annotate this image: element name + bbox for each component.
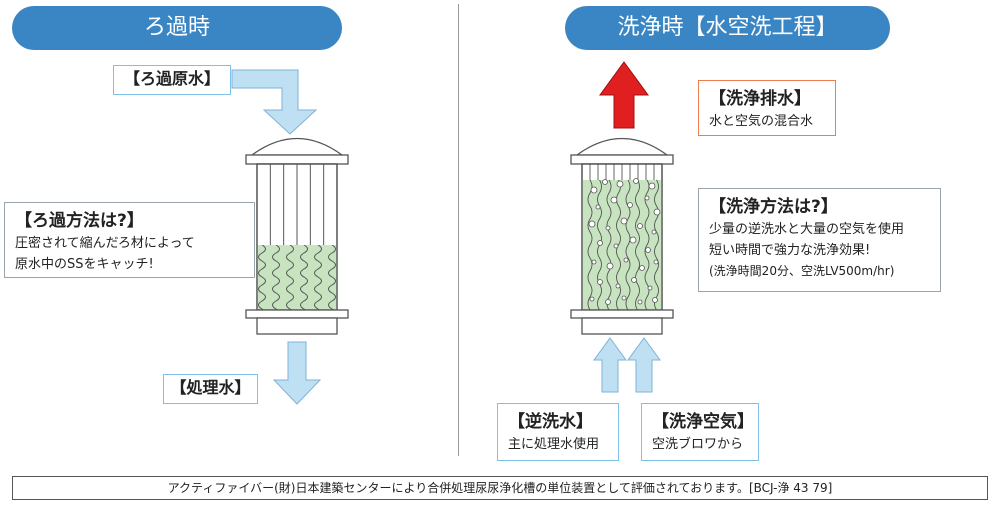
backwash-heading: 【逆洗水】	[508, 412, 593, 432]
right-loose-fiber	[606, 179, 612, 311]
air-bubble	[589, 296, 595, 302]
right-method-heading: 【洗浄方法は?】	[709, 197, 838, 217]
air-bubble	[616, 180, 624, 188]
air-bubble	[588, 220, 596, 228]
wash-air-heading: 【洗浄空気】	[652, 412, 754, 432]
panel-divider	[458, 4, 459, 456]
left-base	[256, 317, 338, 335]
air-bubble	[639, 265, 645, 271]
left-method-heading: 【ろ過方法は?】	[15, 211, 144, 231]
footer-note: アクティファイバー(財)日本建築センターにより合併処理尿尿浄化槽の単位装置として…	[12, 476, 988, 500]
backwash-water-box: 【逆洗水】 主に処理水使用	[497, 403, 619, 461]
right-dome	[575, 137, 669, 156]
left-title: ろ過時	[12, 6, 342, 50]
air-bubble	[621, 295, 627, 301]
air-bubble	[652, 297, 658, 303]
right-filter-vessel	[570, 137, 674, 335]
air-bubble	[645, 247, 651, 253]
left-dome	[250, 137, 344, 156]
air-bubble	[597, 279, 603, 285]
left-wavy-fiber	[272, 245, 280, 310]
air-bubble	[590, 186, 598, 194]
inlet-arrow	[231, 69, 318, 135]
right-method-line-2: 短い時間で強力な洗浄効果!	[709, 243, 871, 258]
left-bottom-cap	[245, 309, 349, 319]
drain-arrow	[599, 61, 649, 129]
air-bubble	[623, 257, 629, 263]
air-bubble	[633, 178, 639, 184]
left-media	[257, 245, 337, 310]
left-wavy-fiber	[328, 245, 336, 310]
right-media	[582, 180, 662, 310]
backwash-line-1: 主に処理水使用	[508, 437, 600, 452]
air-bubble	[605, 299, 611, 305]
treated-water-label: 【処理水】	[163, 374, 258, 404]
left-method-box: 【ろ過方法は?】 圧密されて縮んだろ材によって 原水中のSSをキャッチ!	[4, 202, 255, 278]
drain-box: 【洗浄排水】 水と空気の混合水	[698, 80, 836, 136]
drain-heading: 【洗浄排水】	[709, 89, 811, 109]
air-bubble	[602, 179, 608, 185]
air-bubble	[653, 208, 661, 216]
right-method-line-1: 少量の逆洗水と大量の空気を使用	[709, 222, 905, 237]
right-base	[581, 317, 663, 335]
right-loose-fiber	[616, 179, 621, 311]
air-bubble	[647, 285, 653, 291]
air-bubble	[644, 195, 650, 201]
backwash-water-arrow	[593, 337, 627, 393]
wash-air-box: 【洗浄空気】 空洗ブロワから	[641, 403, 759, 461]
right-loose-fiber	[635, 179, 640, 311]
right-method-box: 【洗浄方法は?】 少量の逆洗水と大量の空気を使用 短い時間で強力な洗浄効果! (…	[698, 188, 941, 292]
air-bubble	[613, 243, 619, 249]
wash-air-arrow	[627, 337, 661, 393]
air-bubble	[595, 204, 601, 210]
drain-line-1: 水と空気の混合水	[709, 114, 814, 129]
air-bubble	[615, 283, 621, 289]
right-method-line-3: (洗浄時間20分、空洗LV500m/hr)	[709, 264, 895, 278]
air-bubble	[637, 299, 643, 305]
left-wavy-fiber	[300, 245, 308, 310]
air-bubble	[605, 225, 611, 231]
air-bubble	[653, 259, 659, 265]
right-title: 洗浄時【水空洗工程】	[565, 6, 890, 50]
air-bubble	[631, 277, 637, 283]
left-top-cap	[245, 154, 349, 165]
air-bubble	[597, 240, 603, 246]
wash-air-line-1: 空洗ブロワから	[652, 437, 744, 452]
air-bubble	[648, 182, 656, 190]
right-loose-fiber	[587, 179, 593, 311]
left-wavy-fiber	[314, 245, 322, 310]
right-loose-fiber	[654, 179, 659, 311]
outlet-arrow	[272, 341, 322, 405]
right-loose-fiber	[625, 179, 631, 311]
left-method-line-2: 原水中のSSをキャッチ!	[15, 257, 154, 272]
right-top-cap	[570, 154, 674, 165]
right-bottom-cap	[570, 309, 674, 319]
air-bubble	[629, 236, 637, 244]
left-wavy-fiber	[286, 245, 294, 310]
air-bubble	[637, 223, 643, 229]
air-bubble	[610, 196, 618, 204]
air-bubble	[651, 229, 657, 235]
left-method-line-1: 圧密されて縮んだろ材によって	[15, 236, 195, 251]
left-filter-vessel	[245, 137, 349, 335]
air-bubble	[591, 259, 597, 265]
raw-water-label: 【ろ過原水】	[113, 65, 231, 95]
left-wavy-fiber	[258, 245, 266, 310]
air-bubble	[620, 217, 628, 225]
air-bubble	[627, 202, 633, 208]
air-bubble	[606, 262, 614, 270]
